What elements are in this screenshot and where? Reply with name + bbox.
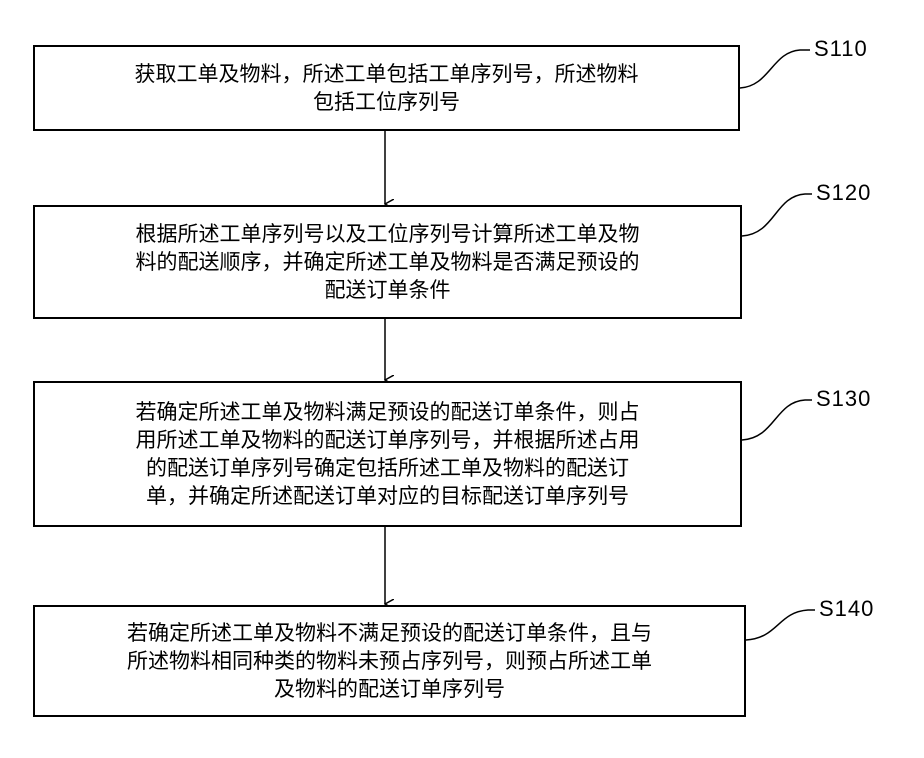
step-text-s120: 根据所述工单序列号以及工位序列号计算所述工单及物 料的配送顺序，并确定所述工单及… bbox=[136, 220, 640, 304]
step-box-s130: 若确定所述工单及物料满足预设的配送订单条件，则占 用所述工单及物料的配送订单序列… bbox=[33, 381, 742, 527]
step-line: 及物料的配送订单序列号 bbox=[127, 675, 652, 703]
step-line: 的配送订单序列号确定包括所述工单及物料的配送订 bbox=[136, 454, 640, 482]
step-text-s110: 获取工单及物料，所述工单包括工单序列号，所述物料 包括工位序列号 bbox=[135, 60, 639, 116]
step-line: 若确定所述工单及物料不满足预设的配送订单条件，且与 bbox=[127, 619, 652, 647]
step-label-s120: S120 bbox=[816, 180, 871, 206]
step-label-s130: S130 bbox=[816, 386, 871, 412]
leader-s120 bbox=[742, 194, 812, 236]
step-text-s130: 若确定所述工单及物料满足预设的配送订单条件，则占 用所述工单及物料的配送订单序列… bbox=[136, 398, 640, 510]
step-line: 用所述工单及物料的配送订单序列号，并根据所述占用 bbox=[136, 426, 640, 454]
step-box-s120: 根据所述工单序列号以及工位序列号计算所述工单及物 料的配送顺序，并确定所述工单及… bbox=[33, 205, 742, 319]
step-label-s110: S110 bbox=[814, 36, 868, 62]
step-line: 料的配送顺序，并确定所述工单及物料是否满足预设的 bbox=[136, 248, 640, 276]
step-box-s140: 若确定所述工单及物料不满足预设的配送订单条件，且与 所述物料相同种类的物料未预占… bbox=[33, 605, 746, 717]
step-line: 获取工单及物料，所述工单包括工单序列号，所述物料 bbox=[135, 60, 639, 88]
step-box-s110: 获取工单及物料，所述工单包括工单序列号，所述物料 包括工位序列号 bbox=[33, 45, 740, 131]
step-line: 所述物料相同种类的物料未预占序列号，则预占所述工单 bbox=[127, 647, 652, 675]
step-line: 包括工位序列号 bbox=[135, 88, 639, 116]
step-line: 若确定所述工单及物料满足预设的配送订单条件，则占 bbox=[136, 398, 640, 426]
leader-s140 bbox=[746, 610, 815, 640]
leader-s130 bbox=[742, 400, 812, 440]
step-label-s140: S140 bbox=[819, 596, 874, 622]
step-text-s140: 若确定所述工单及物料不满足预设的配送订单条件，且与 所述物料相同种类的物料未预占… bbox=[127, 619, 652, 703]
step-line: 配送订单条件 bbox=[136, 276, 640, 304]
step-line: 根据所述工单序列号以及工位序列号计算所述工单及物 bbox=[136, 220, 640, 248]
leader-s110 bbox=[740, 50, 810, 88]
step-line: 单，并确定所述配送订单对应的目标配送订单序列号 bbox=[136, 482, 640, 510]
